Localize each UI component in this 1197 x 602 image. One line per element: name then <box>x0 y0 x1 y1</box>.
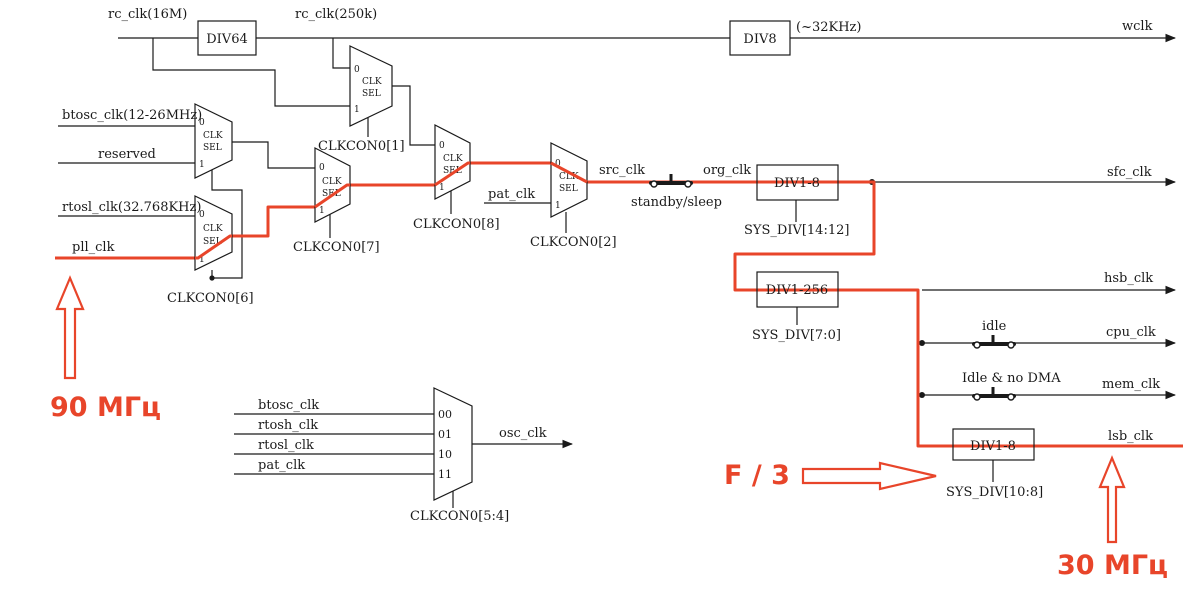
div1-8-top-block <box>756 164 839 201</box>
clkcon0-5-4-label: CLKCON0[5:4] <box>410 509 509 524</box>
svg-text:CLK: CLK <box>362 77 382 87</box>
osc-mux: 00 01 10 11 <box>433 387 473 501</box>
src-clk-label: src_clk <box>599 163 645 178</box>
rc-clk-16m-label: rc_clk(16M) <box>108 7 187 22</box>
reserved-label: reserved <box>98 147 156 162</box>
svg-text:1: 1 <box>199 160 205 170</box>
svg-text:0: 0 <box>555 159 561 169</box>
highlighted-path-overlay <box>195 161 588 260</box>
standby-sleep-switch <box>649 174 693 188</box>
org-clk-label: org_clk <box>703 163 751 178</box>
up-arrow-right-icon <box>1098 455 1126 544</box>
div1-256-block <box>756 271 839 308</box>
pat-clk-label: pat_clk <box>488 187 535 202</box>
wires <box>58 33 1177 508</box>
svg-text:SEL: SEL <box>203 237 222 247</box>
svg-text:1: 1 <box>319 206 325 216</box>
div8-block <box>729 20 791 56</box>
div1-256-label: DIV1-256 <box>766 283 828 298</box>
sys-div-10-8-label: SYS_DIV[10:8] <box>946 485 1043 500</box>
svg-text:00: 00 <box>438 408 452 421</box>
svg-text:SEL: SEL <box>203 143 222 153</box>
mux-clkcon2: 0 CLK SEL 1 <box>550 142 588 218</box>
svg-text:SEL: SEL <box>443 166 462 176</box>
mux-clkcon6: 0 CLK SEL 1 <box>194 195 233 271</box>
clkcon0-6-label: CLKCON0[6] <box>167 291 254 306</box>
hsb-clk-label: hsb_clk <box>1104 271 1153 286</box>
osc-input-rtosl-label: rtosl_clk <box>258 438 314 453</box>
svg-text:0: 0 <box>199 118 205 128</box>
svg-text:01: 01 <box>438 428 452 441</box>
mux-clkcon8: 0 CLK SEL 1 <box>434 124 471 200</box>
svg-text:1: 1 <box>199 255 205 265</box>
up-arrow-left-icon <box>55 275 85 380</box>
btosc-clk-label: btosc_clk(12-26MHz) <box>62 108 202 123</box>
signal-labels: rc_clk(16M) rc_clk(250k) (~32KHz) wclk b… <box>62 7 1160 473</box>
svg-text:CLK: CLK <box>443 154 463 164</box>
sys-div-7-0-label: SYS_DIV[7:0] <box>752 328 841 343</box>
osc-input-btosc-label: btosc_clk <box>258 398 319 413</box>
wclk-label: wclk <box>1122 19 1153 34</box>
lsb-clk-label: lsb_clk <box>1108 429 1153 444</box>
divider-annotation: F / 3 <box>724 460 790 491</box>
pll-clk-label: pll_clk <box>72 240 115 255</box>
clkcon0-1-label: CLKCON0[1] <box>318 139 405 154</box>
cpu-clk-label: cpu_clk <box>1106 325 1156 340</box>
idle-no-dma-switch <box>972 387 1016 401</box>
mux-clkcon1: 0 CLK SEL 1 <box>349 45 393 127</box>
div64-label: DIV64 <box>206 32 248 47</box>
svg-text:1: 1 <box>439 183 445 193</box>
svg-text:0: 0 <box>319 163 325 173</box>
annotations: 90 МГц F / 3 30 МГц <box>50 275 1168 581</box>
idle-label: idle <box>982 319 1007 334</box>
standby-sleep-label: standby/sleep <box>631 195 722 210</box>
svg-text:CLK: CLK <box>559 172 579 182</box>
highlighted-clock-path <box>55 161 1183 448</box>
switches <box>649 174 1016 401</box>
sfc-clk-label: sfc_clk <box>1107 165 1152 180</box>
clkcon0-2-label: CLKCON0[2] <box>530 235 617 250</box>
output-frequency-annotation: 30 МГц <box>1057 550 1168 581</box>
svg-text:0: 0 <box>199 210 205 220</box>
svg-text:CLK: CLK <box>203 224 223 234</box>
clkcon0-8-label: CLKCON0[8] <box>413 217 500 232</box>
idle-no-dma-label: Idle & no DMA <box>962 371 1061 386</box>
idle-switch <box>972 335 1016 349</box>
control-labels: CLKCON0[1] CLKCON0[7] CLKCON0[8] CLKCON0… <box>167 139 1043 524</box>
svg-text:10: 10 <box>438 448 452 461</box>
div8-label: DIV8 <box>743 32 776 47</box>
divider-blocks: DIV64 DIV8 DIV1-8 DIV1-256 DIV1-8 <box>197 20 1035 461</box>
osc-input-rtosh-label: rtosh_clk <box>258 418 318 433</box>
right-arrow-icon <box>801 461 937 491</box>
input-frequency-annotation: 90 МГц <box>50 392 161 423</box>
svg-text:0: 0 <box>354 65 360 75</box>
mem-clk-label: mem_clk <box>1102 377 1160 392</box>
svg-text:0: 0 <box>439 141 445 151</box>
sys-div-14-12-label: SYS_DIV[14:12] <box>744 223 849 238</box>
mux-a: 0 CLK SEL 1 <box>194 103 233 179</box>
svg-text:1: 1 <box>354 105 360 115</box>
div1-8-bottom-block <box>952 428 1035 461</box>
svg-text:SEL: SEL <box>559 184 578 194</box>
svg-text:11: 11 <box>438 468 452 481</box>
svg-text:1: 1 <box>555 201 561 211</box>
svg-text:CLK: CLK <box>203 131 223 141</box>
rc-clk-250k-label: rc_clk(250k) <box>295 7 377 22</box>
clkcon0-7-label: CLKCON0[7] <box>293 240 380 255</box>
svg-text:CLK: CLK <box>322 177 342 187</box>
osc-input-pat-label: pat_clk <box>258 458 305 473</box>
rtosl-clk-label: rtosl_clk(32.768KHz) <box>62 200 201 215</box>
osc-clk-label: osc_clk <box>499 426 547 441</box>
svg-text:SEL: SEL <box>362 89 381 99</box>
div1-8-bottom-label: DIV1-8 <box>970 439 1016 454</box>
div1-8-top-label: DIV1-8 <box>774 176 820 191</box>
div8-note-label: (~32KHz) <box>796 20 861 35</box>
div64-block <box>197 20 257 56</box>
